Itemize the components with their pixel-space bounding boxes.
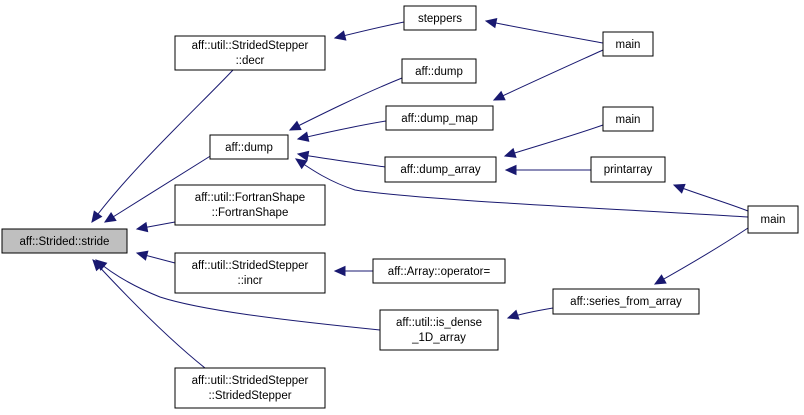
edge-incr-to-stride (135, 250, 176, 264)
node-steppers[interactable]: steppers (403, 5, 477, 31)
edge-printarray-to-dump_array (504, 164, 591, 176)
edge-arrowhead (296, 150, 310, 162)
edge-line (91, 69, 234, 223)
edge-arrowhead (484, 17, 498, 29)
node-label: aff::util::is_dense (396, 317, 482, 329)
edge-line (334, 21, 405, 39)
edge-fortranshape-to-stride (135, 221, 176, 233)
edge-line (504, 124, 604, 157)
node-label: aff::util::StridedStepper (192, 375, 309, 387)
edge-arrowhead (506, 309, 520, 320)
node-label: ::incr (238, 275, 263, 287)
edge-line (673, 184, 749, 212)
edge-arrowhead (296, 131, 310, 142)
edge-dump_top-to-dump_main (288, 77, 403, 131)
node-label: aff::series_from_array (570, 296, 682, 308)
edge-line (295, 158, 749, 218)
node-label: steppers (418, 13, 462, 25)
edge-dump_main-to-stride (103, 154, 213, 223)
node-label: main (616, 39, 641, 51)
node-label: aff::dump (415, 66, 463, 78)
node-dump-array[interactable]: aff::dump_array (384, 156, 497, 183)
edge-line (654, 227, 749, 285)
node-incr[interactable]: aff::util::StridedStepper ::incr (174, 252, 326, 294)
edge-dump_array-to-dump_main (296, 150, 386, 168)
edge-arrowhead (135, 221, 149, 233)
edge-arrowhead (135, 250, 149, 261)
edge-arrowhead (103, 211, 117, 223)
node-label: _1D_array (411, 332, 466, 344)
edge-arrowhead (333, 265, 346, 277)
edge-line (493, 49, 604, 101)
node-label: aff::dump_array (400, 164, 481, 176)
node-decr[interactable]: aff::util::StridedStepper ::decr (174, 35, 326, 71)
node-is-dense[interactable]: aff::util::is_dense _1D_array (379, 309, 499, 351)
edge-decr-to-stride (91, 69, 234, 223)
edge-stridedstepper-to-stride (92, 259, 206, 369)
node-series[interactable]: aff::series_from_array (552, 288, 700, 315)
node-label: main (761, 214, 786, 226)
edge-arrowhead (333, 30, 347, 41)
edge-arrowhead (503, 147, 517, 158)
node-label: aff::Strided::stride (20, 236, 110, 248)
edge-arrowhead (294, 158, 308, 170)
node-label: aff::util::StridedStepper (192, 40, 309, 52)
edge-main2-to-dump_array (503, 124, 604, 158)
edge-arrowhead (653, 274, 667, 285)
node-dump-top[interactable]: aff::dump (401, 58, 477, 84)
edge-line (95, 259, 381, 331)
edge-line (104, 154, 213, 223)
node-stridedstepper[interactable]: aff::util::StridedStepper ::StridedStepp… (174, 367, 326, 409)
edge-main3-to-dump_main (294, 158, 749, 218)
node-dump-map[interactable]: aff::dump_map (385, 105, 494, 131)
node-main-2[interactable]: main (602, 106, 654, 132)
edge-arrowhead (504, 164, 517, 176)
node-label: ::FortranShape (212, 207, 289, 219)
edge-line (289, 77, 403, 131)
node-main-3[interactable]: main (747, 205, 799, 234)
node-printarray[interactable]: printarray (590, 156, 666, 183)
edges (91, 17, 749, 369)
edge-dump_map-to-dump_main (296, 120, 387, 142)
edge-main3-to-series (653, 227, 749, 285)
edge-arrowhead (672, 183, 686, 194)
node-label: printarray (604, 164, 653, 176)
edge-steppers-to-decr (333, 21, 405, 41)
node-fortranshape[interactable]: aff::util::FortranShape ::FortranShape (174, 184, 326, 226)
edge-arrowhead (492, 90, 506, 101)
edge-line (485, 20, 604, 44)
edge-series-to-is_dense (506, 307, 554, 320)
node-dump-main[interactable]: aff::dump (209, 134, 289, 160)
node-label: aff::Array::operator= (388, 266, 491, 278)
edge-arrowhead (288, 120, 302, 131)
edge-main1-to-dump_map (492, 49, 604, 101)
edge-line (92, 259, 206, 369)
node-operator[interactable]: aff::Array::operator= (372, 258, 506, 284)
node-label: ::decr (236, 55, 265, 67)
edge-operator-to-incr (333, 265, 373, 277)
node-label: aff::dump_map (401, 113, 478, 125)
node-label: aff::util::StridedStepper (192, 260, 309, 272)
node-label: aff::util::FortranShape (195, 192, 305, 204)
edge-line (297, 120, 387, 140)
node-stride[interactable]: aff::Strided::stride (1, 228, 128, 254)
node-label: aff::dump (225, 142, 273, 154)
node-label: main (616, 114, 641, 126)
node-label: ::StridedStepper (208, 390, 291, 402)
edge-line (297, 153, 386, 168)
edge-main1-to-steppers (484, 17, 604, 44)
edge-main3-to-printarray (672, 183, 749, 212)
node-main-1[interactable]: main (602, 31, 654, 57)
edge-arrowhead (91, 210, 103, 223)
edge-arrowhead (92, 259, 105, 272)
